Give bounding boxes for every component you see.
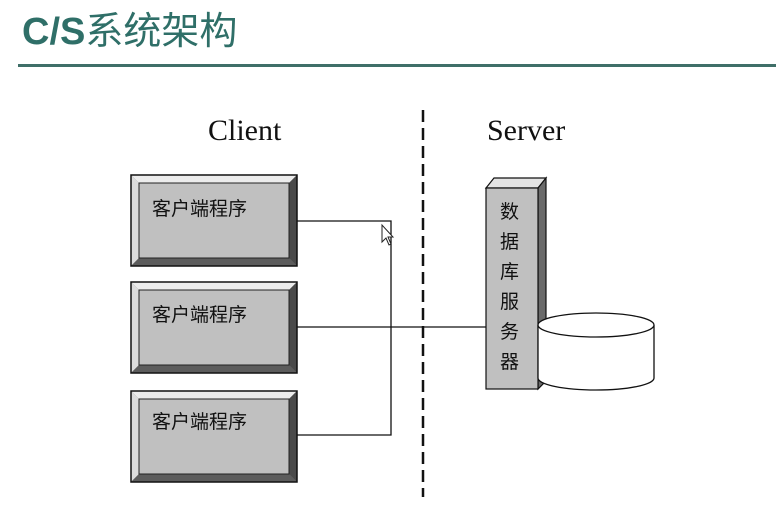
title-acronym: C/S [22,11,86,53]
client-label: Client [208,114,282,147]
client-box-3-label: 客户端程序 [152,411,247,433]
slide-title: C/S系统架构 [22,8,237,55]
database-cylinder-icon [537,312,655,391]
title-rule [18,64,776,67]
server-char-6: 器 [500,351,519,373]
client-box-1: 客户端程序 [130,174,298,267]
client-box-2-label: 客户端程序 [152,304,247,326]
database-server-tower: 数 据 库 服 务 器 [484,176,548,391]
server-char-4: 服 [500,291,519,313]
client-box-2: 客户端程序 [130,281,298,374]
server-char-3: 库 [500,261,519,283]
network-connectors [297,220,486,436]
title-text: 系统架构 [85,9,238,53]
client-bus-line [297,220,392,436]
server-char-1: 数 [500,201,519,223]
mouse-cursor-icon [381,223,395,246]
server-char-2: 据 [500,231,519,253]
server-char-5: 务 [500,321,519,343]
client-box-3: 客户端程序 [130,390,298,483]
server-label: Server [487,114,566,147]
client-box-1-label: 客户端程序 [152,198,247,220]
